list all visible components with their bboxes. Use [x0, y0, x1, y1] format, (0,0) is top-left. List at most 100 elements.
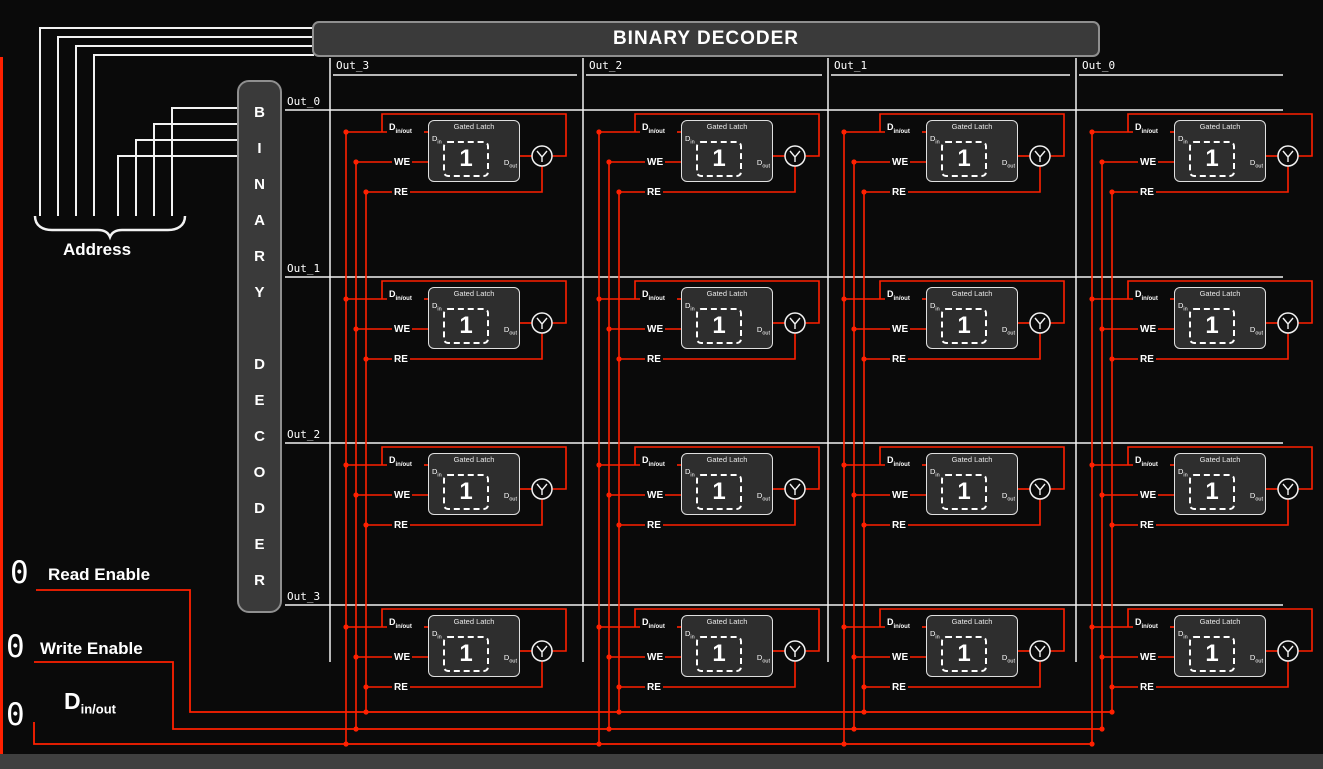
- cell-d-inout-sub: in/out: [648, 128, 665, 135]
- dout-pin-label: Dout: [1002, 492, 1015, 503]
- dout-pin-label: Dout: [1002, 326, 1015, 337]
- gated-latch-box: Gated Latch Din 1 Dout: [926, 453, 1018, 515]
- din-pin-prefix: D: [930, 629, 936, 638]
- gated-latch-title: Gated Latch: [706, 617, 748, 626]
- cell-re-label: RE: [890, 187, 908, 199]
- latch-value: 1: [957, 312, 971, 339]
- dout-pin-label: Dout: [504, 654, 517, 665]
- latch-value-box: 1: [443, 474, 489, 510]
- din-pin-prefix: D: [685, 134, 691, 143]
- cell-d-inout-label: Din/out: [1133, 289, 1160, 303]
- memory-cell: Din/out WE RE Gated Latch Din 1 Dout: [330, 443, 580, 603]
- dout-pin-sub: out: [1007, 163, 1015, 170]
- tri-state-buffer-icon: [531, 145, 553, 167]
- dout-pin-sub: out: [509, 163, 517, 170]
- din-pin-prefix: D: [1178, 467, 1184, 476]
- din-pin-sub: in: [935, 634, 940, 641]
- dout-pin-prefix: D: [503, 325, 510, 334]
- din-pin-prefix: D: [1178, 134, 1184, 143]
- dout-pin-sub: out: [509, 496, 517, 503]
- tri-state-buffer-icon: [784, 640, 806, 662]
- latch-value: 1: [459, 640, 473, 667]
- memory-cell: Din/out WE RE Gated Latch Din 1 Dout: [1076, 277, 1323, 437]
- cell-we-label: WE: [1138, 157, 1159, 169]
- left-binary-decoder: B I N A R Y D E C O D E R: [237, 80, 282, 613]
- read-enable-value: 0: [10, 555, 29, 591]
- cell-we-label: WE: [890, 157, 911, 169]
- cell-d-inout-prefix: D: [389, 122, 396, 132]
- dout-pin-sub: out: [762, 163, 770, 170]
- dout-pin-label: Dout: [757, 159, 770, 170]
- latch-value-box: 1: [941, 636, 987, 672]
- latch-value: 1: [459, 312, 473, 339]
- cell-re-label: RE: [890, 682, 908, 694]
- cell-we-label: WE: [392, 157, 413, 169]
- cell-re-label: RE: [1138, 354, 1156, 366]
- dout-pin-prefix: D: [756, 653, 763, 662]
- cell-d-inout-label: Din/out: [885, 455, 912, 469]
- gated-latch-title: Gated Latch: [951, 289, 993, 298]
- cell-d-inout-sub: in/out: [395, 623, 412, 630]
- cell-we-label: WE: [645, 157, 666, 169]
- column-label-out1: Out_1: [832, 59, 870, 73]
- cell-d-inout-sub: in/out: [395, 128, 412, 135]
- din-pin-label: Din: [930, 468, 940, 479]
- column-label-out2: Out_2: [587, 59, 625, 73]
- cell-d-inout-prefix: D: [642, 122, 649, 132]
- latch-value-box: 1: [696, 141, 742, 177]
- din-pin-prefix: D: [685, 629, 691, 638]
- gated-latch-title: Gated Latch: [453, 617, 495, 626]
- din-pin-sub: in: [437, 139, 442, 146]
- tri-state-buffer-icon: [784, 478, 806, 500]
- din-pin-label: Din: [685, 135, 695, 146]
- cell-d-inout-label: Din/out: [387, 289, 414, 303]
- bottom-taskbar: [0, 754, 1323, 769]
- din-pin-label: Din: [685, 468, 695, 479]
- din-pin-label: Din: [930, 630, 940, 641]
- cell-re-label: RE: [1138, 187, 1156, 199]
- cell-d-inout-sub: in/out: [1141, 461, 1158, 468]
- cell-we-label: WE: [645, 652, 666, 664]
- dout-pin-prefix: D: [1001, 325, 1008, 334]
- latch-value-box: 1: [1189, 474, 1235, 510]
- dout-pin-prefix: D: [1249, 491, 1256, 500]
- memory-cell: Din/out WE RE Gated Latch Din 1 Dout: [828, 605, 1078, 765]
- cell-we-label: WE: [392, 324, 413, 336]
- dout-pin-sub: out: [1007, 658, 1015, 665]
- din-pin-label: Din: [432, 630, 442, 641]
- din-pin-label: Din: [685, 630, 695, 641]
- latch-value-box: 1: [443, 141, 489, 177]
- cell-d-inout-label: Din/out: [885, 122, 912, 136]
- dout-pin-sub: out: [1007, 496, 1015, 503]
- latch-value: 1: [712, 312, 726, 339]
- cell-re-label: RE: [392, 682, 410, 694]
- tri-state-buffer-icon: [1277, 145, 1299, 167]
- gated-latch-box: Gated Latch Din 1 Dout: [926, 615, 1018, 677]
- cell-we-label: WE: [890, 324, 911, 336]
- cell-d-inout-prefix: D: [1135, 617, 1142, 627]
- cell-d-inout-prefix: D: [389, 617, 396, 627]
- dout-pin-label: Dout: [1250, 492, 1263, 503]
- din-pin-sub: in: [690, 139, 695, 146]
- latch-value-box: 1: [1189, 141, 1235, 177]
- memory-cell: Din/out WE RE Gated Latch Din 1 Dout: [583, 605, 833, 765]
- dout-pin-prefix: D: [756, 491, 763, 500]
- dout-pin-prefix: D: [1249, 325, 1256, 334]
- cell-d-inout-prefix: D: [642, 617, 649, 627]
- memory-cell: Din/out WE RE Gated Latch Din 1 Dout: [1076, 110, 1323, 270]
- cell-d-inout-sub: in/out: [893, 128, 910, 135]
- cell-d-inout-label: Din/out: [640, 617, 667, 631]
- gated-latch-title: Gated Latch: [951, 455, 993, 464]
- cell-d-inout-sub: in/out: [648, 461, 665, 468]
- cell-d-inout-prefix: D: [642, 289, 649, 299]
- dout-pin-label: Dout: [757, 492, 770, 503]
- din-pin-sub: in: [437, 472, 442, 479]
- cell-we-label: WE: [890, 490, 911, 502]
- latch-value-box: 1: [1189, 636, 1235, 672]
- address-and-grid-wires: [33, 27, 1283, 662]
- cell-d-inout-sub: in/out: [1141, 295, 1158, 302]
- cell-d-inout-prefix: D: [1135, 122, 1142, 132]
- dout-pin-sub: out: [1255, 658, 1263, 665]
- dout-pin-prefix: D: [756, 325, 763, 334]
- latch-value: 1: [712, 640, 726, 667]
